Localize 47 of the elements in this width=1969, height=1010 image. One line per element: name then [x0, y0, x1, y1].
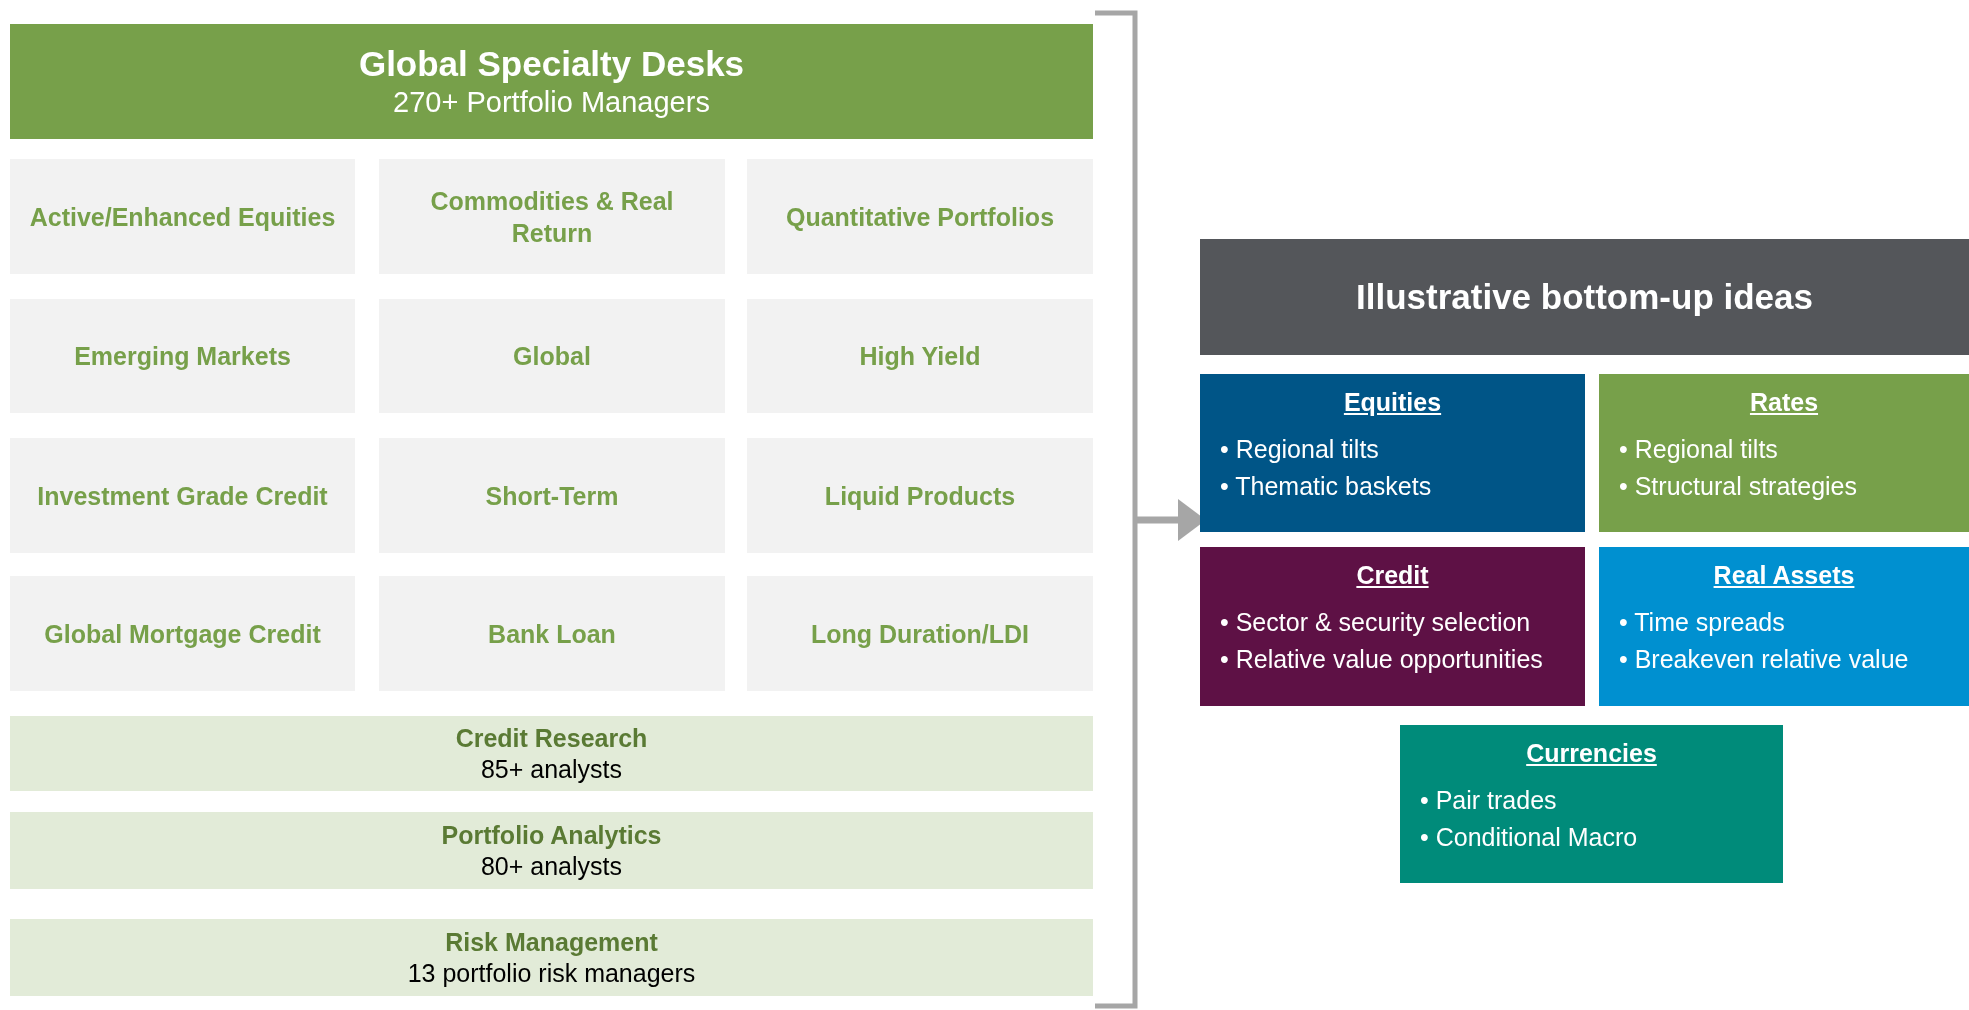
team-name: Credit Research: [455, 723, 648, 753]
team-size: 85+ analysts: [480, 754, 623, 784]
desk-name: Quantitative Portfolios: [785, 201, 1055, 233]
bullet-item: • Structural strategies: [1619, 471, 1857, 502]
bullet-item: • Regional tilts: [1220, 434, 1379, 465]
desk-name: High Yield: [859, 341, 981, 372]
desk-name: Commodities & Real Return: [429, 185, 675, 249]
idea-card: [1200, 547, 1585, 706]
team-size: 13 portfolio risk managers: [407, 958, 696, 988]
desk-name: Active/Enhanced Equities: [29, 201, 336, 233]
idea-card: [1599, 374, 1969, 532]
card-title: Real Assets: [1713, 561, 1855, 590]
team-name: Portfolio Analytics: [441, 820, 662, 850]
desk-name: Short-Term: [485, 480, 619, 512]
team-band: [10, 812, 1093, 889]
card-title: Rates: [1749, 388, 1819, 417]
idea-card: [1400, 725, 1783, 883]
desk-name: Long Duration/LDI: [811, 618, 1029, 650]
section-header: [1200, 239, 1969, 355]
desk-name: Bank Loan: [488, 618, 616, 650]
idea-card: [1200, 374, 1585, 532]
subheading: 270+ Portfolio Managers: [393, 86, 710, 119]
team-size: 80+ analysts: [480, 851, 623, 881]
heading: Illustrative bottom-up ideas: [1356, 277, 1813, 317]
team-name: Risk Management: [445, 927, 658, 957]
bullet-item: • Regional tilts: [1619, 434, 1778, 465]
bullet-item: • Conditional Macro: [1420, 822, 1638, 853]
desk-name: Global Mortgage Credit: [44, 618, 321, 650]
desk-name: Global: [513, 341, 591, 372]
idea-card: [1599, 547, 1969, 706]
card-title: Equities: [1343, 388, 1442, 417]
team-band: [10, 919, 1093, 996]
bracket: [1095, 10, 1138, 1009]
bullet-item: • Thematic baskets: [1220, 471, 1432, 502]
bullet-item: • Pair trades: [1420, 785, 1557, 816]
header-banner: [10, 24, 1093, 139]
team-band: [10, 716, 1093, 791]
desk-name: Investment Grade Credit: [37, 480, 328, 512]
desk-name: Emerging Markets: [74, 341, 291, 372]
bullet-item: • Time spreads: [1619, 607, 1785, 638]
heading: Global Specialty Desks: [358, 44, 745, 84]
card-title: Currencies: [1526, 739, 1657, 768]
card-title: Credit: [1356, 561, 1429, 590]
desk-name: Liquid Products: [824, 480, 1016, 512]
bullet-item: • Breakeven relative value: [1619, 644, 1909, 675]
bullet-item: • Relative value opportunities: [1220, 644, 1543, 675]
bullet-item: • Sector & security selection: [1220, 607, 1531, 638]
